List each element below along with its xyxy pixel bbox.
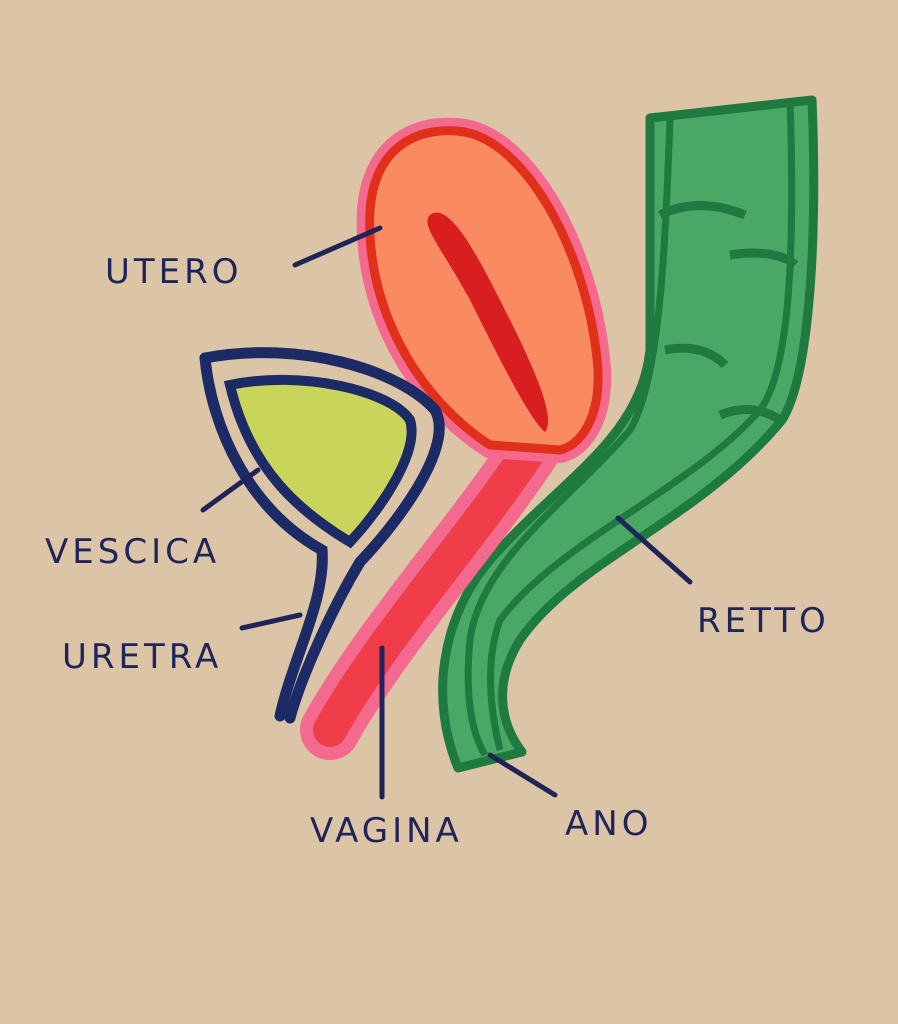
label-vescica: VESCICA bbox=[45, 532, 220, 572]
leader-uretra bbox=[239, 612, 303, 631]
leader-utero bbox=[292, 225, 383, 268]
leader-ano bbox=[487, 752, 558, 798]
uterus-shape bbox=[300, 117, 612, 760]
label-vagina: VAGINA bbox=[310, 811, 463, 851]
rectum-shape bbox=[438, 95, 819, 773]
uterine-cavity bbox=[427, 212, 549, 432]
leader-vescica bbox=[200, 467, 261, 513]
label-ano: ANO bbox=[565, 804, 652, 844]
label-uretra: URETRA bbox=[62, 637, 222, 677]
label-utero: UTERO bbox=[105, 252, 243, 292]
bladder-shape bbox=[199, 347, 445, 724]
label-retto: RETTO bbox=[697, 601, 830, 641]
leader-retto bbox=[615, 515, 693, 585]
